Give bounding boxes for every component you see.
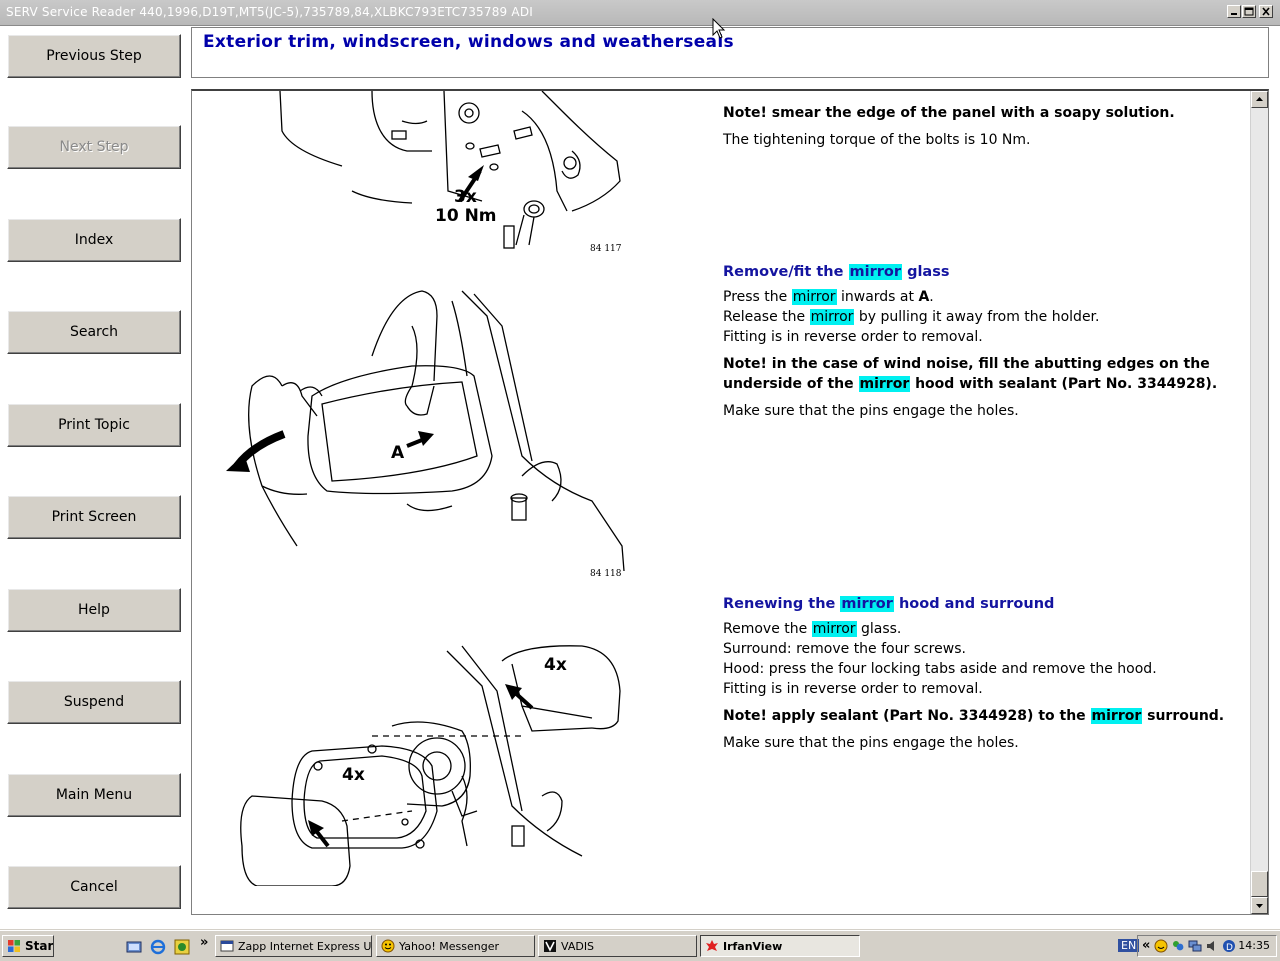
irfanview-icon — [706, 940, 718, 951]
maximize-icon — [1244, 7, 1254, 16]
window-title: SERV Service Reader 440,1996,D19T,MT5(JC… — [6, 5, 533, 19]
network-tray-icon[interactable] — [1188, 939, 1202, 953]
section-heading-mirror-hood: Renewing the mirror hood and surround — [723, 596, 1055, 612]
fig3-surround-count-label: 4x — [342, 765, 365, 785]
step-remove-glass: Remove the mirror glass. — [723, 621, 902, 637]
fig1-count-label: 3x — [454, 187, 477, 207]
taskbar-item-irfanview[interactable]: IrfanView — [700, 935, 860, 957]
step-fitting-order: Fitting is in reverse order to removal. — [723, 329, 983, 345]
bolt-illustration — [279, 91, 621, 249]
scroll-up-button[interactable] — [1251, 91, 1268, 108]
quick-launch — [126, 939, 190, 955]
step-press-mirror: Press the mirror inwards at A. — [723, 289, 934, 305]
tray-expand-chevron[interactable]: « — [1142, 938, 1151, 953]
minimize-icon — [1231, 13, 1237, 15]
fig2-ref: 84 118 — [590, 569, 622, 579]
fig2-point-label: A — [391, 443, 405, 463]
tray-clock[interactable]: 14:35 — [1238, 939, 1270, 952]
vertical-scrollbar[interactable] — [1250, 91, 1268, 914]
page-title: Exterior trim, windscreen, windows and w… — [203, 32, 734, 52]
maximize-button[interactable] — [1242, 5, 1256, 18]
media-icon[interactable] — [174, 939, 190, 955]
suspend-button[interactable]: Suspend — [7, 680, 181, 724]
security-tray-icon[interactable]: D — [1222, 939, 1236, 953]
previous-step-button[interactable]: Previous Step — [7, 34, 181, 78]
fig1-ref: 84 117 — [590, 244, 622, 254]
window-app-icon — [220, 940, 234, 952]
internet-explorer-icon[interactable] — [150, 939, 166, 955]
messenger-tray-icon[interactable] — [1171, 939, 1185, 953]
pins-text: Make sure that the pins engage the holes… — [723, 403, 1019, 419]
section-heading-mirror-glass: Remove/fit the mirror glass — [723, 264, 950, 280]
sidebar: Previous Step Next Step Index Search Pri… — [0, 26, 188, 930]
scroll-down-button[interactable] — [1251, 897, 1268, 914]
close-icon — [1262, 7, 1270, 16]
vadis-app-icon — [544, 940, 556, 952]
start-button[interactable]: Start — [2, 935, 54, 957]
cancel-button[interactable]: Cancel — [7, 865, 181, 909]
fig1-torque-label: 10 Nm — [435, 206, 497, 226]
next-step-button[interactable]: Next Step — [7, 125, 181, 169]
mirror-glass-illustration — [226, 290, 625, 572]
taskbar-item-vadis[interactable]: VADIS — [538, 935, 697, 957]
system-tray: « D 14:35 — [1137, 935, 1277, 957]
pins-text-2: Make sure that the pins engage the holes… — [723, 735, 1019, 751]
mirror-hood-illustration — [240, 645, 621, 886]
windows-logo-icon — [8, 940, 20, 952]
arrow-down-icon — [1256, 904, 1263, 908]
wind-noise-note-line2: underside of the mirror hood with sealan… — [723, 376, 1218, 392]
help-button[interactable]: Help — [7, 588, 181, 632]
wind-noise-note-line1: Note! in the case of wind noise, fill th… — [723, 356, 1210, 372]
taskbar-item-zapp[interactable]: Zapp Internet Express U... — [215, 935, 372, 957]
quick-launch-overflow[interactable]: » — [200, 935, 209, 950]
taskbar: Start » Zapp Internet Express U... Yahoo… — [0, 930, 1280, 961]
soapy-note: Note! smear the edge of the panel with a… — [723, 105, 1175, 121]
smiley-icon — [381, 939, 395, 953]
mouse-cursor-icon — [712, 18, 726, 39]
arrow-up-icon — [1256, 97, 1263, 101]
step-surround-screws: Surround: remove the four screws. — [723, 641, 966, 657]
topic-header: Exterior trim, windscreen, windows and w… — [191, 27, 1269, 78]
close-button[interactable] — [1259, 5, 1273, 18]
svg-text:D: D — [1226, 943, 1233, 953]
sealant-note: Note! apply sealant (Part No. 3344928) t… — [723, 708, 1225, 724]
step-fitting-order-2: Fitting is in reverse order to removal. — [723, 681, 983, 697]
content-pane[interactable]: 3x 10 Nm 84 117 A 84 118 — [191, 89, 1269, 915]
search-button[interactable]: Search — [7, 310, 181, 354]
desktop-icon[interactable] — [126, 939, 142, 955]
window-title-bar[interactable]: SERV Service Reader 440,1996,D19T,MT5(JC… — [0, 0, 1280, 26]
main-menu-button[interactable]: Main Menu — [7, 773, 181, 817]
language-indicator[interactable]: EN — [1118, 939, 1140, 952]
print-topic-button[interactable]: Print Topic — [7, 403, 181, 447]
index-button[interactable]: Index — [7, 218, 181, 262]
taskbar-item-yahoo-messenger[interactable]: Yahoo! Messenger — [376, 935, 535, 957]
yahoo-tray-icon[interactable] — [1154, 939, 1168, 953]
step-hood-tabs: Hood: press the four locking tabs aside … — [723, 661, 1157, 677]
scroll-thumb[interactable] — [1251, 871, 1268, 897]
minimize-button[interactable] — [1227, 5, 1241, 18]
print-screen-button[interactable]: Print Screen — [7, 495, 181, 539]
torque-text: The tightening torque of the bolts is 10… — [723, 132, 1031, 148]
step-release-mirror: Release the mirror by pulling it away fr… — [723, 309, 1100, 325]
volume-tray-icon[interactable] — [1205, 939, 1219, 953]
fig3-hood-count-label: 4x — [544, 655, 567, 675]
